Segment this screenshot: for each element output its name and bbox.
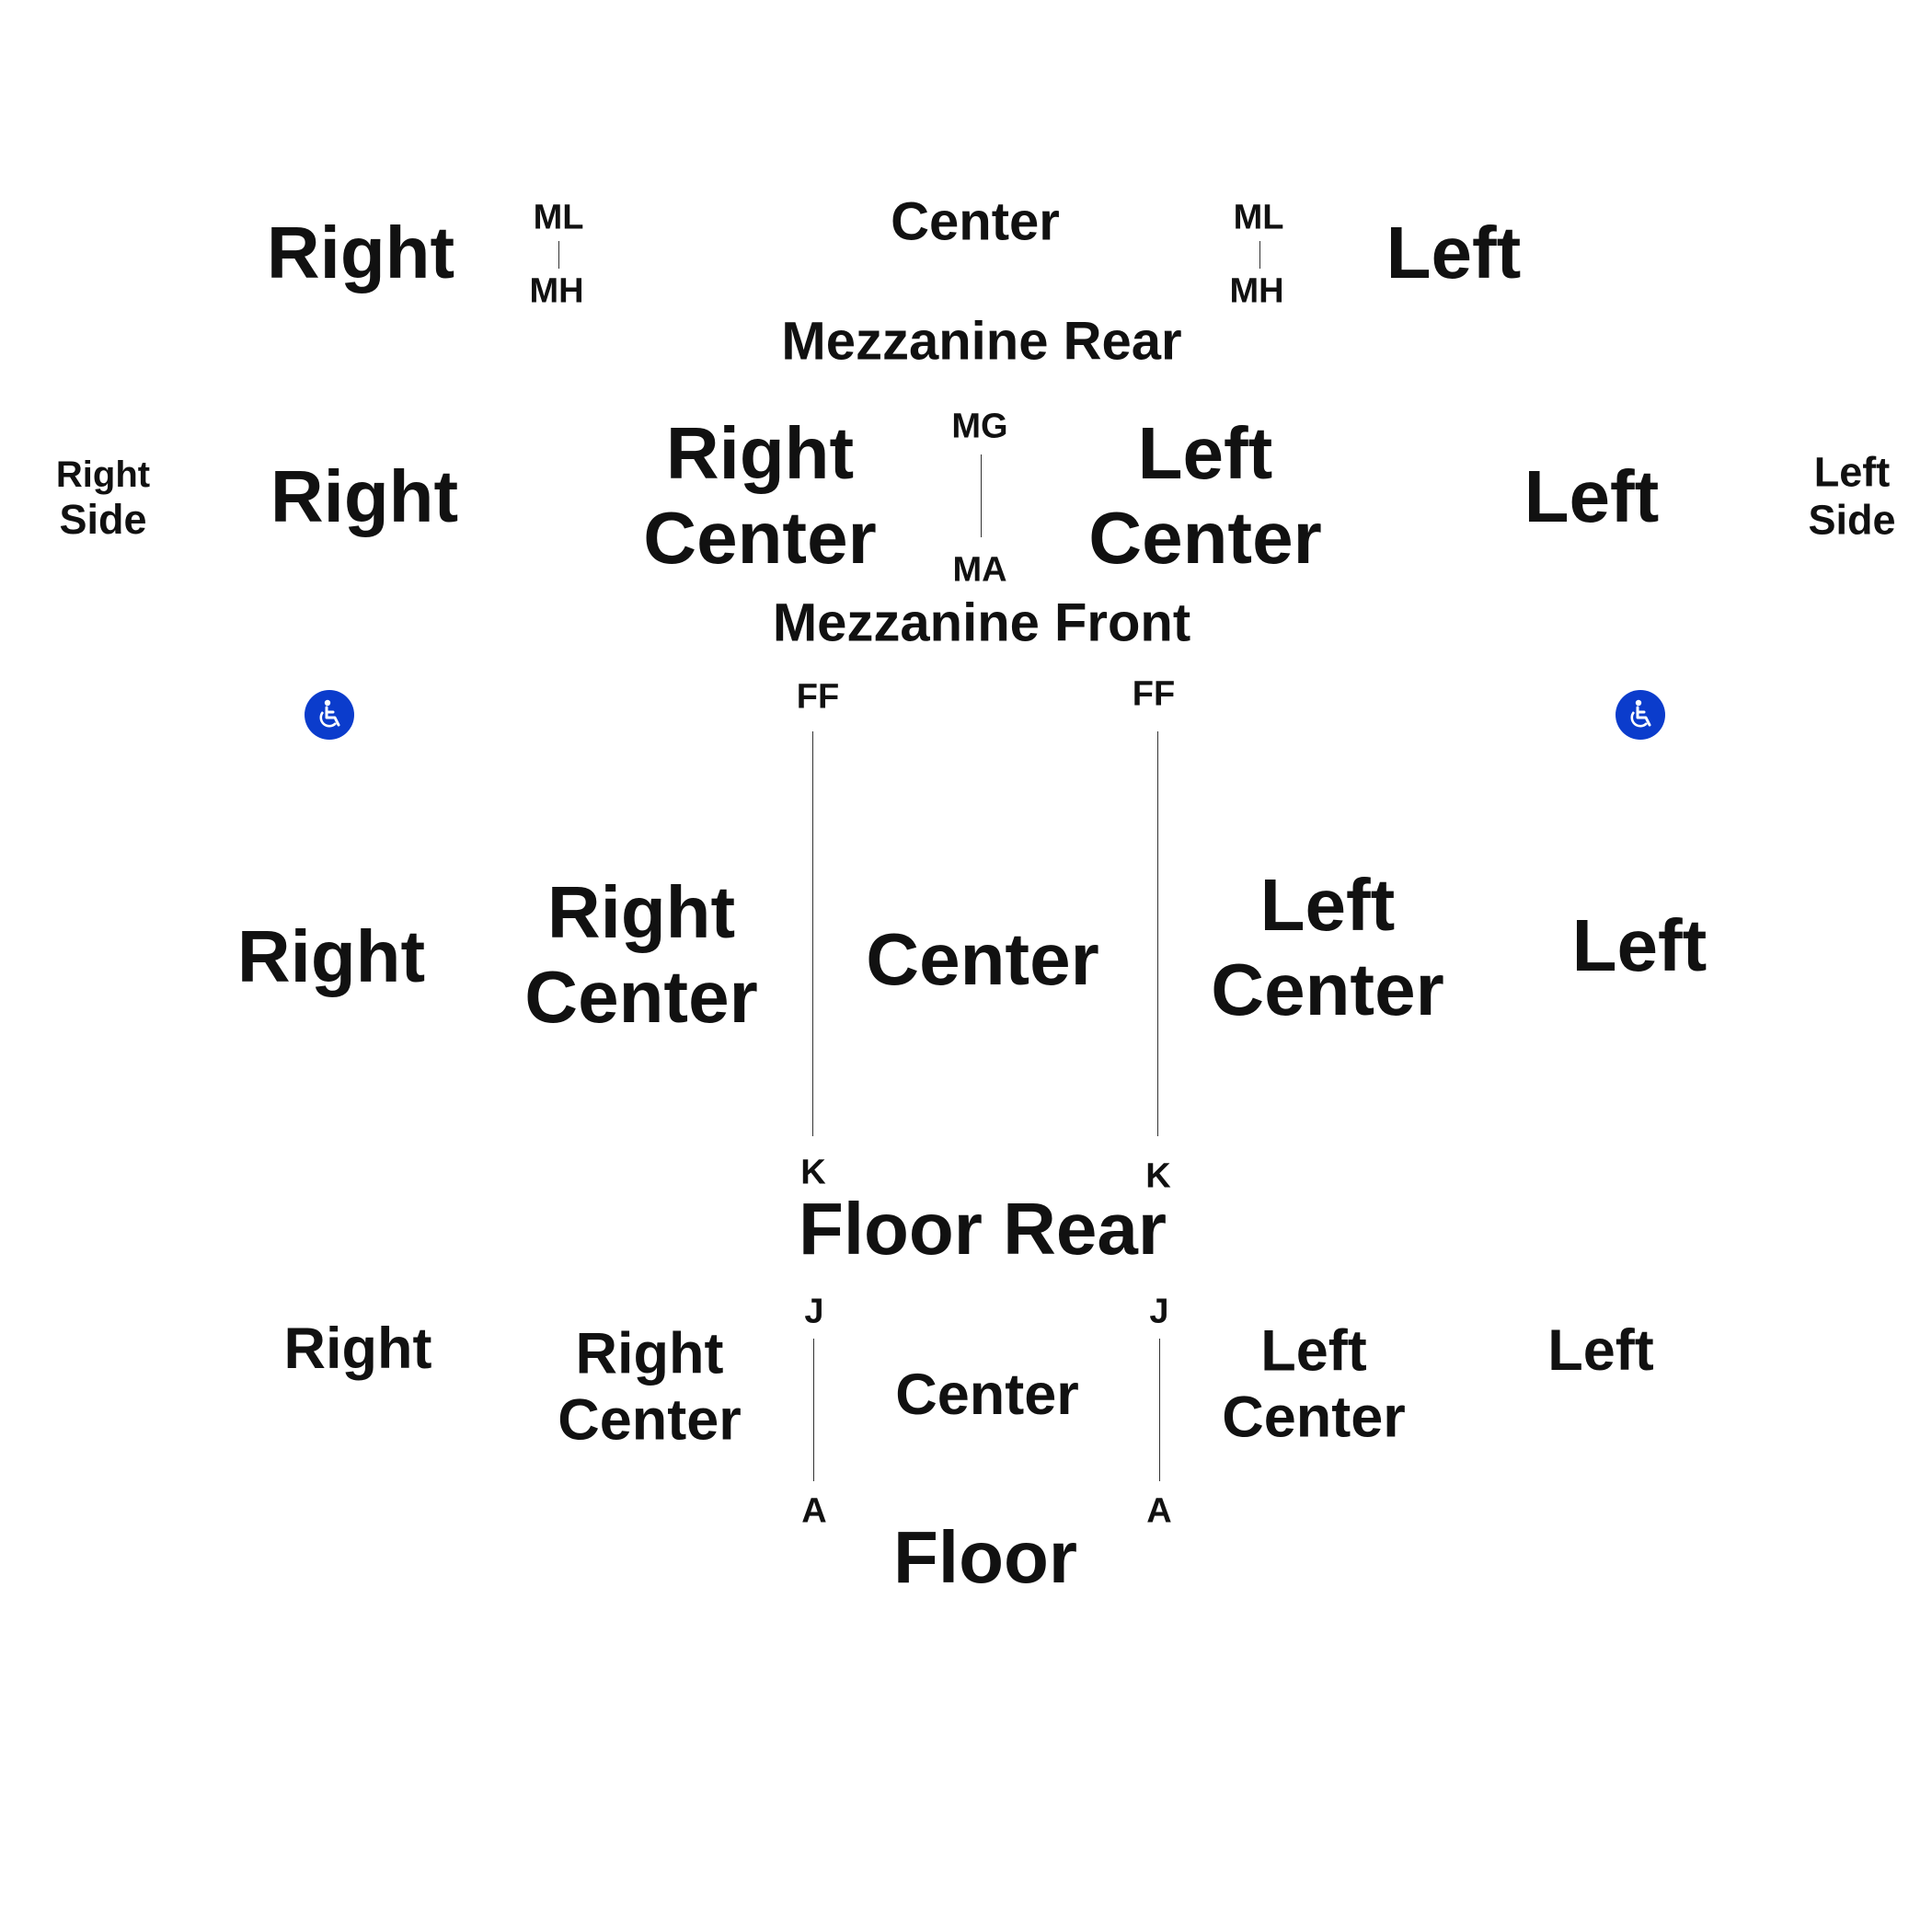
row-range-line (1259, 241, 1260, 269)
section-label-line: Center (524, 956, 758, 1038)
mezz-front-right-center-section[interactable]: Right Center (643, 411, 876, 581)
wheelchair-glyph (1630, 699, 1651, 728)
mezz-rear-left-section[interactable]: Left (1386, 212, 1522, 293)
section-label-line: Center (643, 497, 877, 579)
mezz-rear-left-row-bottom: MH (1229, 271, 1284, 311)
section-label-line: Left (1813, 448, 1891, 496)
mezz-front-title: Mezzanine Front (772, 592, 1191, 653)
aisle-right-line (1157, 731, 1158, 1136)
floor-rear-aisle-right-row-bottom: K (1145, 1156, 1171, 1196)
section-label-line: Right (575, 1321, 724, 1386)
mezz-rear-title: Mezzanine Rear (781, 311, 1182, 372)
floor-rear-left-center-section[interactable]: Left Center (1211, 863, 1443, 1032)
section-label-line: Right (665, 412, 855, 494)
floor-right-section[interactable]: Right (283, 1316, 432, 1381)
floor-right-center-section[interactable]: Right Center (558, 1321, 742, 1455)
floor-center-section[interactable]: Center (895, 1362, 1079, 1427)
section-label-line: Left (1137, 412, 1273, 494)
section-label-line: Side (1808, 496, 1896, 543)
section-label-line: Right (546, 871, 736, 953)
aisle-right-line (1159, 1339, 1160, 1481)
mezz-front-right-side-section[interactable]: Right Side (56, 454, 150, 544)
mezz-rear-right-row-top: ML (533, 198, 584, 237)
aisle-left-line (812, 731, 813, 1136)
section-label-line: Left (1259, 864, 1396, 946)
mezz-rear-right-row-bottom: MH (529, 271, 584, 311)
floor-aisle-right-row-bottom: A (1146, 1491, 1172, 1531)
mezz-front-center-row-top: MG (951, 407, 1008, 446)
floor-rear-aisle-left-row-top: FF (796, 677, 840, 717)
section-label-line: Right (55, 454, 151, 496)
mezz-front-right-section[interactable]: Right (270, 455, 459, 537)
floor-aisle-left-row-top: J (804, 1292, 824, 1331)
wheelchair-icon[interactable] (1616, 690, 1665, 740)
section-label-line: Left (1260, 1318, 1367, 1384)
floor-rear-center-section[interactable]: Center (866, 918, 1099, 1000)
row-range-line (558, 241, 559, 269)
floor-left-center-section[interactable]: Left Center (1222, 1318, 1406, 1452)
floor-rear-right-center-section[interactable]: Right Center (524, 870, 757, 1040)
mezz-front-center-row-bottom: MA (952, 550, 1007, 590)
row-range-line (981, 454, 982, 537)
section-label-line: Side (59, 496, 147, 544)
floor-title: Floor (893, 1516, 1077, 1598)
floor-rear-aisle-left-row-bottom: K (800, 1153, 826, 1192)
mezz-front-left-center-section[interactable]: Left Center (1088, 411, 1321, 581)
section-label-line: Center (1088, 497, 1322, 579)
mezz-front-left-section[interactable]: Left (1524, 455, 1660, 537)
floor-aisle-right-row-top: J (1149, 1292, 1169, 1331)
section-label-line: Center (1222, 1386, 1406, 1450)
floor-rear-left-section[interactable]: Left (1571, 904, 1708, 986)
mezz-front-left-side-section[interactable]: Left Side (1808, 448, 1895, 544)
aisle-left-line (813, 1339, 814, 1481)
floor-rear-aisle-right-row-top: FF (1132, 674, 1176, 714)
mezz-rear-center-section[interactable]: Center (891, 191, 1060, 252)
wheelchair-glyph (319, 699, 340, 728)
floor-left-section[interactable]: Left (1547, 1317, 1654, 1383)
mezz-rear-left-row-top: ML (1233, 198, 1284, 237)
section-label-line: Center (1211, 949, 1444, 1030)
section-label-line: Center (558, 1388, 742, 1453)
floor-rear-title: Floor Rear (798, 1188, 1167, 1270)
mezz-rear-right-section[interactable]: Right (266, 212, 455, 293)
floor-rear-right-section[interactable]: Right (236, 915, 426, 997)
wheelchair-icon[interactable] (305, 690, 354, 740)
floor-aisle-left-row-bottom: A (801, 1491, 827, 1531)
